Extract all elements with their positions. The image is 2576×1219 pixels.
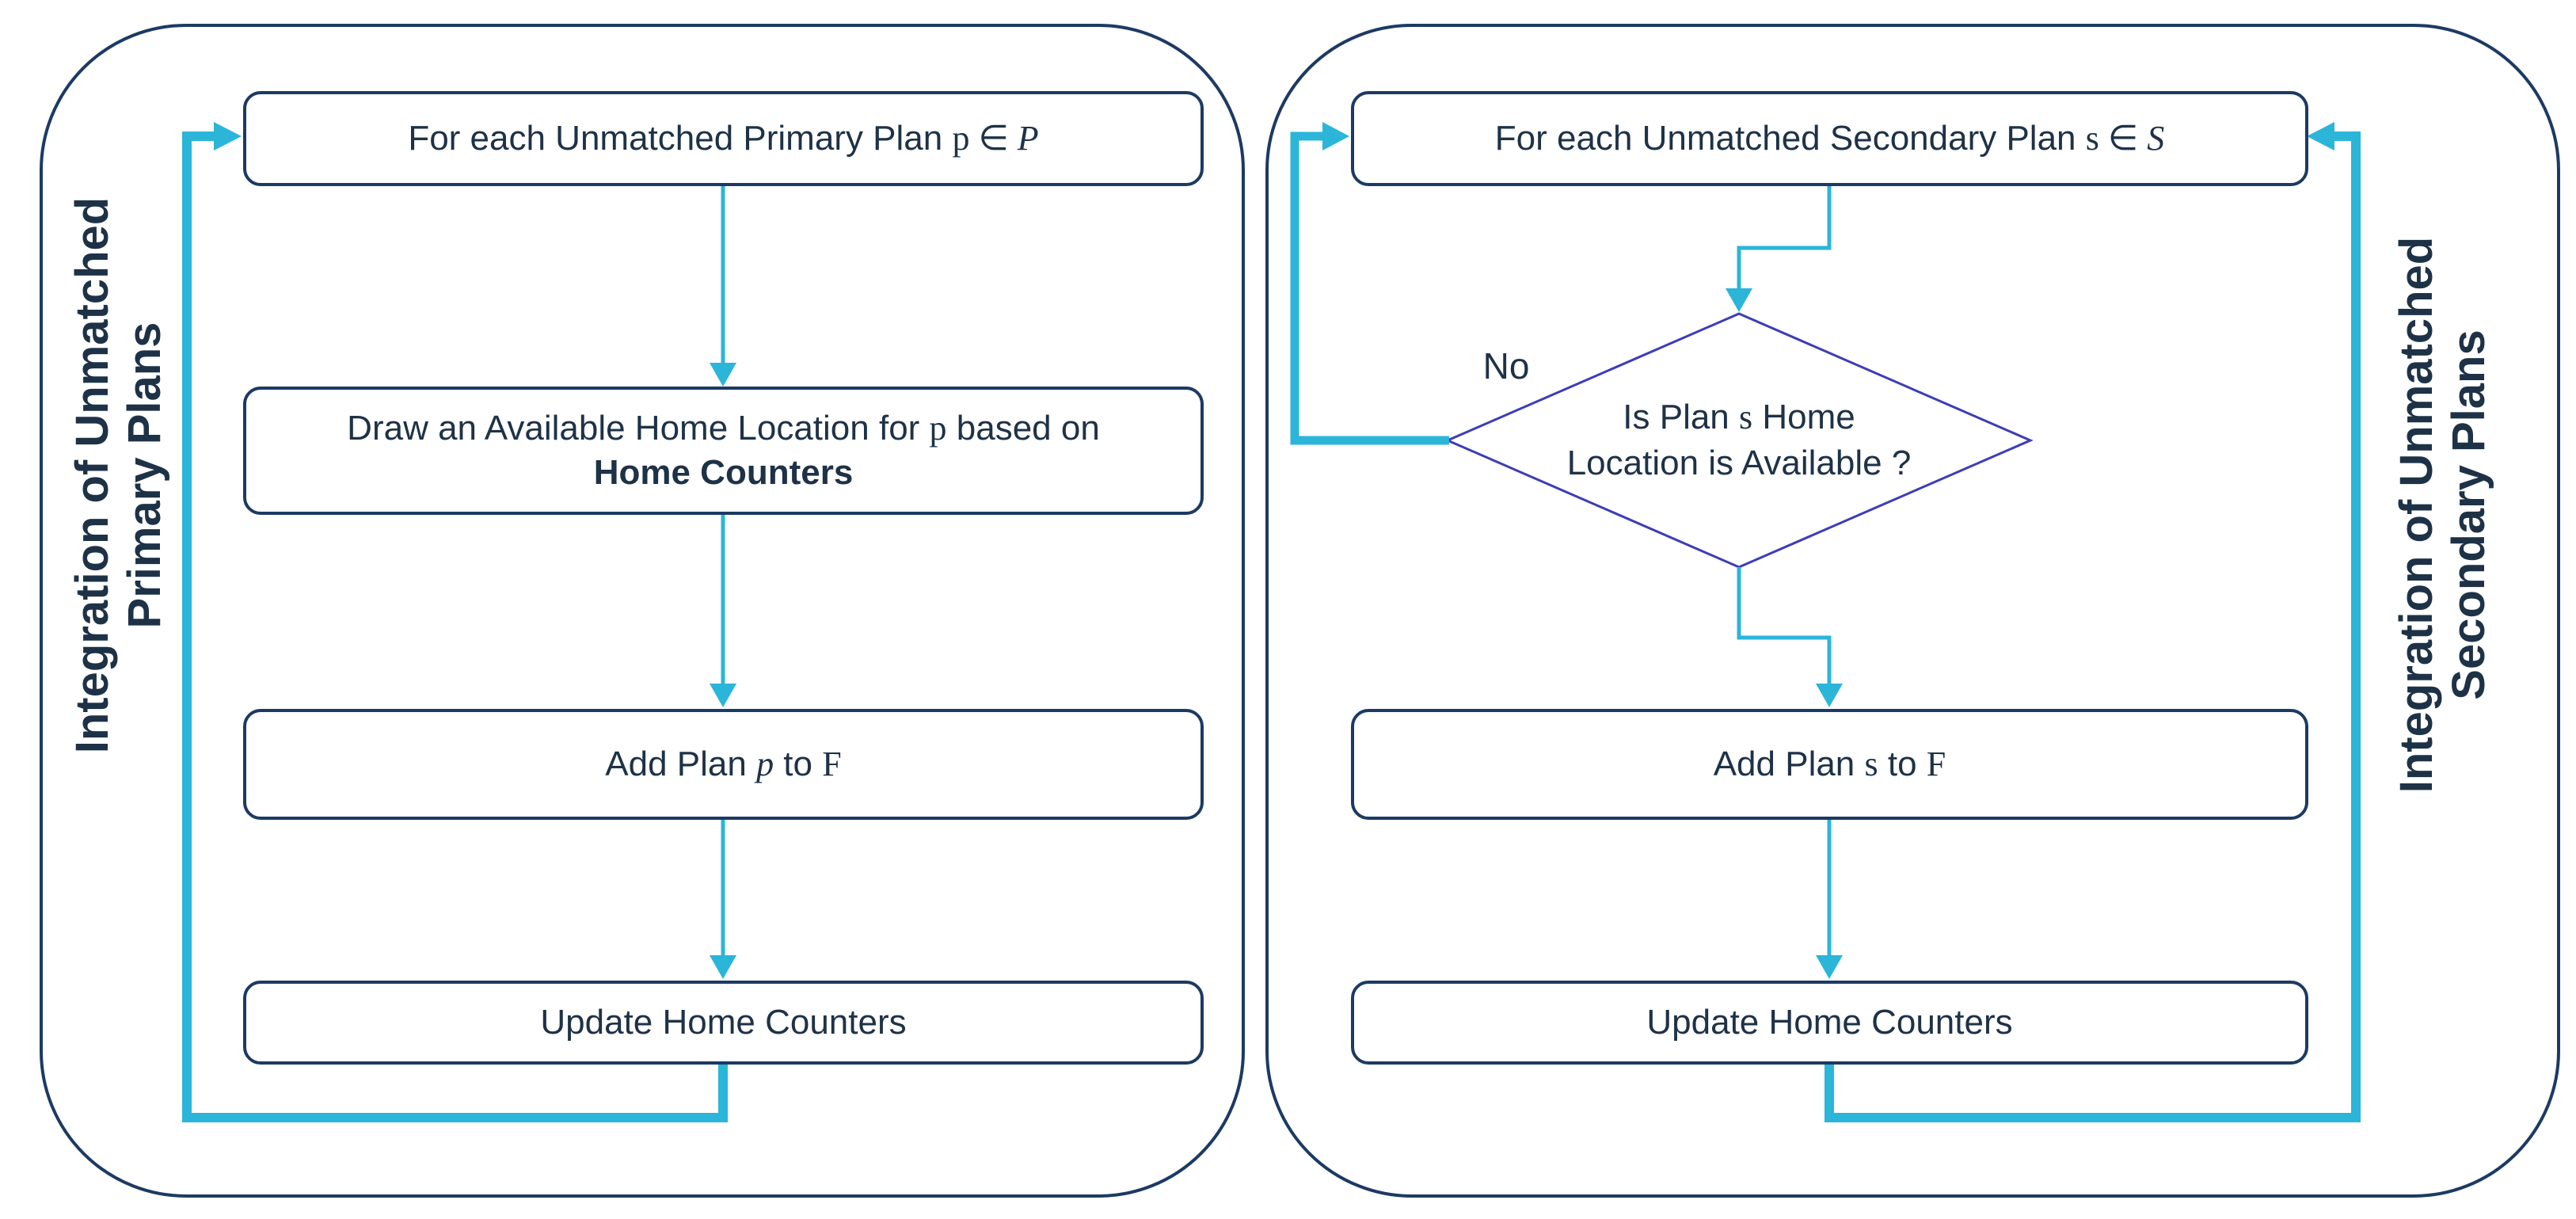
box-line: Draw an Available Home Location for p ba… <box>347 406 1100 451</box>
box-line: Add Plan p to F <box>605 742 841 787</box>
box-line: Add Plan s to F <box>1714 742 1946 787</box>
text-run: to <box>1878 745 1927 783</box>
element-of-symbol: ∈ <box>2098 119 2148 158</box>
arrow-diamond-box2 <box>1737 567 1832 685</box>
loop-secondary-arrowhead <box>2307 122 2334 150</box>
math-set-F: F <box>1926 745 1946 783</box>
primary-title-line2: Primary Plans <box>119 322 170 629</box>
arrow-secondary-box1-diamond <box>1737 186 1832 290</box>
home-counters-emphasis: Home Counters <box>593 453 854 492</box>
text-run: Add Plan <box>605 745 757 783</box>
math-var-p: p <box>952 119 970 158</box>
primary-title-line1: Integration of Unmatched <box>67 196 118 754</box>
no-branch-line <box>1290 131 1449 445</box>
text-run: For each Unmatched Primary Plan <box>408 119 953 158</box>
math-var-p: p <box>756 745 774 783</box>
loop-primary-line <box>182 131 728 1122</box>
arrowhead-diamond <box>1726 288 1752 312</box>
no-branch-label: No <box>1482 345 1530 387</box>
box-line: For each Unmatched Secondary Plan s ∈ S <box>1495 116 2164 161</box>
secondary-title-line2: Secondary Plans <box>2443 330 2494 700</box>
box-line: Update Home Counters <box>1646 1003 2013 1042</box>
text-run: Is Plan <box>1623 398 1740 436</box>
math-var-s: s <box>1739 398 1753 436</box>
primary-plans-panel <box>40 24 1245 1198</box>
add-plan-s-box: Add Plan s to F <box>1351 709 2308 820</box>
secondary-plans-panel <box>1265 24 2560 1198</box>
loop-secondary-line <box>1825 131 2361 1122</box>
text-run: Add Plan <box>1713 745 1865 783</box>
decision-diamond-text: Is Plan s Home Location is Available ? <box>1462 383 2016 497</box>
loop-primary-arrowhead <box>214 122 242 150</box>
secondary-title-line1: Integration of Unmatched <box>2391 236 2442 794</box>
secondary-update-counters-box: Update Home Counters <box>1351 981 2308 1065</box>
draw-home-location-box: Draw an Available Home Location for p ba… <box>243 387 1204 515</box>
arrowhead-primary-box2 <box>710 363 736 387</box>
text-run: Draw an Available Home Location for <box>347 409 930 448</box>
text-run: For each Unmatched Secondary Plan <box>1494 119 2086 158</box>
secondary-loop-header-box: For each Unmatched Secondary Plan s ∈ S <box>1351 91 2308 186</box>
arrowhead-secondary-box2 <box>1816 684 1843 707</box>
element-of-symbol: ∈ <box>969 119 1018 158</box>
arrowhead-primary-box4 <box>710 955 736 979</box>
math-var-s: s <box>2085 119 2099 158</box>
math-var-s: s <box>1864 745 1878 783</box>
secondary-panel-title: Integration of Unmatched Secondary Plans <box>2388 174 2498 855</box>
box-line: For each Unmatched Primary Plan p ∈ P <box>408 116 1038 161</box>
math-set-P: P <box>1017 119 1039 158</box>
no-branch-arrowhead <box>1322 122 1349 150</box>
text-run: Home <box>1752 398 1855 436</box>
primary-update-counters-box: Update Home Counters <box>243 981 1204 1065</box>
math-var-p: p <box>929 409 947 448</box>
diamond-line1: Is Plan s Home <box>1623 394 1855 440</box>
arrowhead-secondary-box3 <box>1816 955 1843 979</box>
text-run: to <box>774 745 823 783</box>
arrowhead-primary-box3 <box>710 684 736 707</box>
math-set-S: S <box>2147 119 2165 158</box>
math-set-F: F <box>822 745 842 783</box>
diamond-line2: Location is Available ? <box>1566 444 1912 482</box>
add-plan-p-box: Add Plan p to F <box>243 709 1204 820</box>
primary-panel-title: Integration of Unmatched Primary Plans <box>63 135 174 816</box>
text-run: based on <box>946 409 1100 448</box>
box-line: Update Home Counters <box>540 1003 907 1042</box>
primary-loop-header-box: For each Unmatched Primary Plan p ∈ P <box>243 91 1204 186</box>
